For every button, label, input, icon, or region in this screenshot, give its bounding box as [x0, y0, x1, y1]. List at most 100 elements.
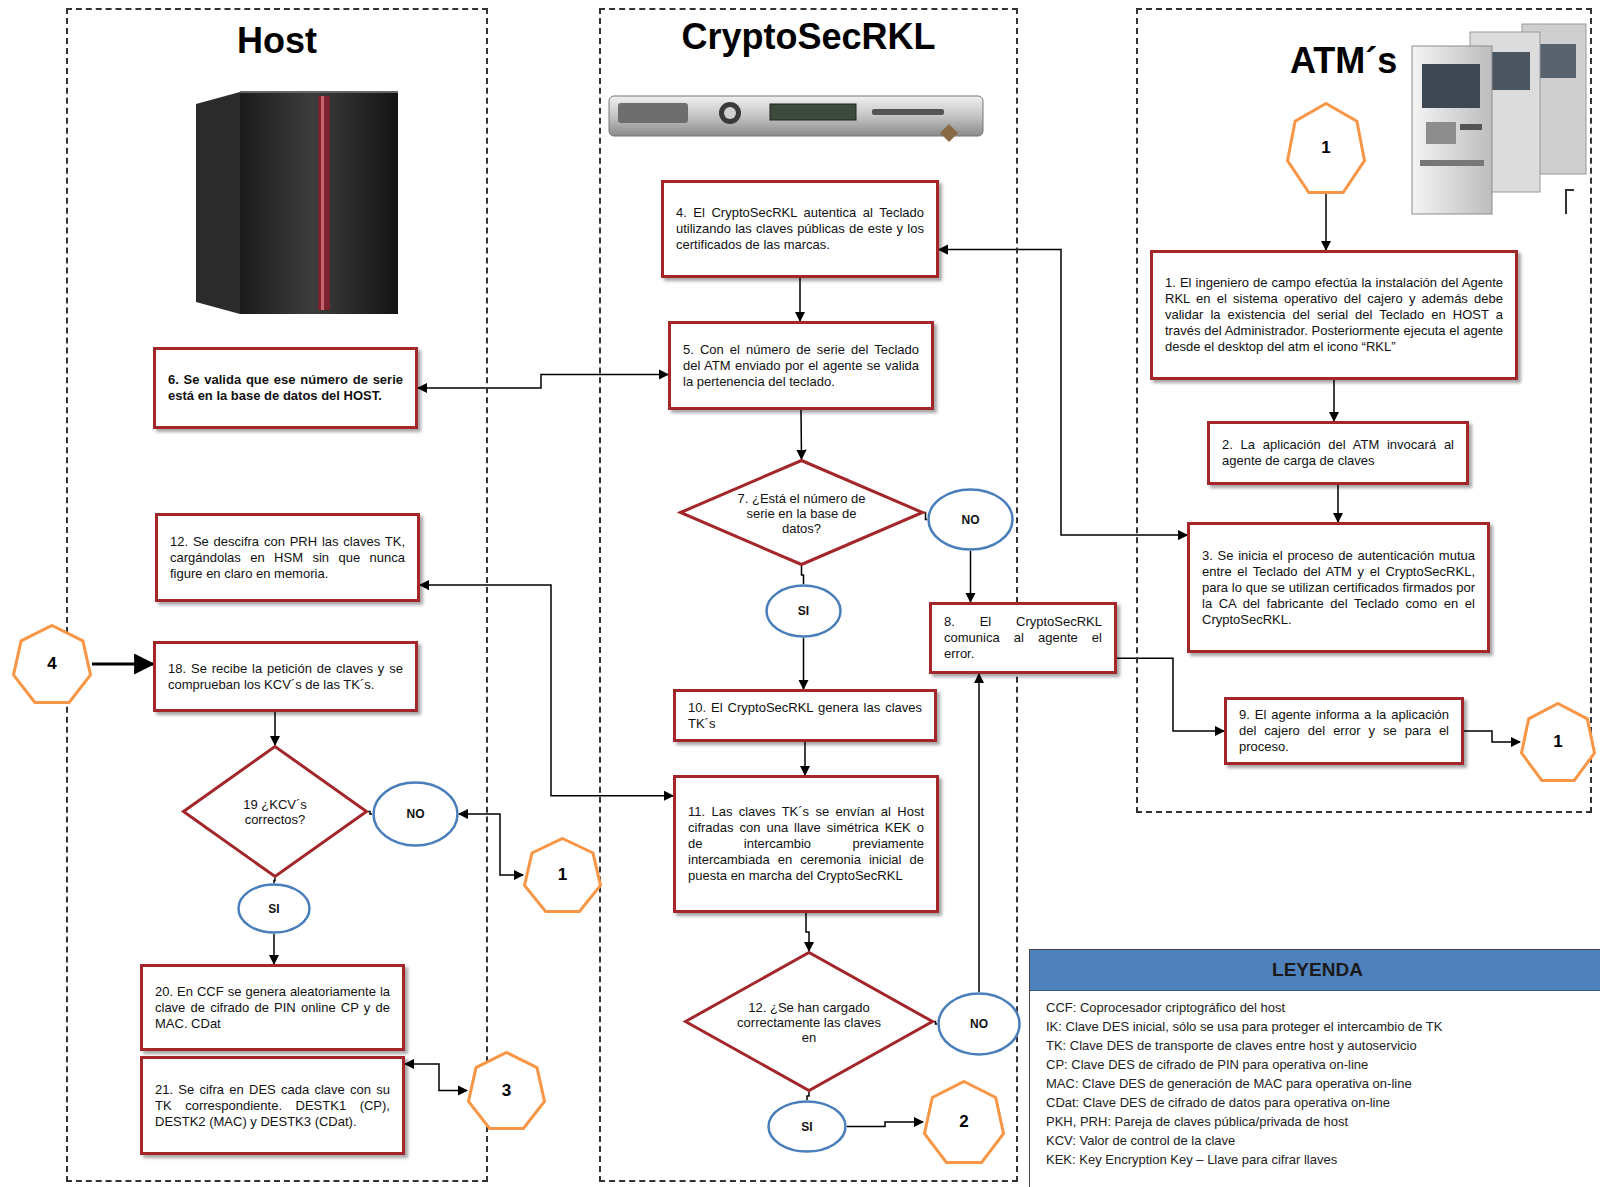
process-box: 5. Con el número de serie del Teclado de…	[668, 321, 934, 410]
legend-entry: PKH, PRH: Pareja de claves pública/priva…	[1046, 1112, 1442, 1131]
process-box: 3. Se inicia el proceso de autenticación…	[1187, 522, 1490, 653]
outline	[686, 953, 933, 1091]
atm-illustration	[1412, 24, 1586, 214]
connector	[978, 674, 980, 992]
outline	[925, 1082, 1004, 1163]
legend-box: LEYENDA CCF: Coprocesador criptográfico …	[1029, 949, 1600, 1187]
connector	[459, 814, 523, 875]
step-text: 5. Con el número de serie del Teclado de…	[683, 342, 919, 390]
process-box: 9. El agente informa a la aplicación del…	[1224, 697, 1464, 765]
process-box: 20. En CCF se genera aleatoriamente la c…	[140, 964, 405, 1051]
answer-oval: NO	[927, 488, 1014, 551]
step-text: 8. El CryptoSecRKL comunica al agente el…	[944, 614, 1102, 662]
outline	[1522, 704, 1595, 781]
answer-text: NO	[407, 807, 425, 822]
process-box: 2. La aplicación del ATM invocará al age…	[1207, 421, 1469, 485]
legend-header-band: LEYENDA	[1030, 950, 1600, 991]
process-box: 1. El ingeniero de campo efectúa la inst…	[1150, 250, 1518, 380]
process-box: 18. Se recibe la petición de claves y se…	[153, 641, 418, 712]
lane-title: Host	[68, 20, 486, 62]
connector	[1117, 658, 1224, 731]
outline	[767, 586, 841, 637]
legend-entry: CP: Clave DES de cifrado de PIN para ope…	[1046, 1055, 1442, 1074]
swimlane: CryptoSecRKL 4. El CryptoSecRKL autentica…	[599, 8, 1018, 1182]
step-text: 6. Se valida que ese número de serie est…	[168, 372, 403, 404]
connector	[405, 1064, 467, 1091]
connector	[807, 1092, 809, 1100]
outline	[1288, 104, 1365, 193]
legend-entry: KCV: Valor de control de la clave	[1046, 1131, 1442, 1150]
mainframe-illustration	[196, 92, 398, 314]
decision-text: 7. ¿Está el número de serie en la base d…	[731, 490, 873, 535]
outline	[374, 783, 458, 846]
connector-heptagon: 1	[1520, 702, 1596, 782]
connector	[418, 374, 668, 388]
step-text: 18. Se recibe la petición de claves y se…	[168, 661, 403, 693]
process-box: 21. Se cifra en DES cada clave con su TK…	[140, 1056, 405, 1155]
connector	[1464, 731, 1520, 742]
answer-oval: NO	[937, 992, 1021, 1056]
step-text: 1. El ingeniero de campo efectúa la inst…	[1165, 275, 1503, 355]
connector-number: 1	[1321, 138, 1330, 158]
connector	[804, 742, 806, 775]
outline	[681, 461, 923, 565]
swimlane: Host 6. Se valida que ese número de serie…	[66, 8, 488, 1182]
connector-heptagon: 1	[523, 837, 602, 913]
answer-oval: SI	[765, 584, 842, 638]
connector	[420, 585, 673, 796]
decision-diamond: 19 ¿KCV´s correctos?	[182, 745, 368, 878]
step-text: 4. El CryptoSecRKL autentica al Teclado …	[676, 205, 924, 253]
decision-diamond: 12. ¿Se han cargado correctamente las cl…	[684, 951, 934, 1092]
legend-entry: MAC: Clave DES de generación de MAC para…	[1046, 1074, 1442, 1093]
process-box: 4. El CryptoSecRKL autentica al Teclado …	[661, 180, 939, 278]
connector-heptagon: 3	[467, 1051, 546, 1130]
connector	[368, 812, 372, 815]
answer-text: SI	[268, 901, 279, 916]
connector-number: 3	[502, 1081, 511, 1101]
step-text: 12. Se descifra con PRH las claves TK, c…	[170, 534, 405, 582]
step-text: 9. El agente informa a la aplicación del…	[1239, 707, 1449, 755]
answer-oval: NO	[372, 781, 459, 847]
answer-oval: SI	[767, 1100, 847, 1153]
process-box: 8. El CryptoSecRKL comunica al agente el…	[929, 602, 1117, 674]
connector-number: 2	[959, 1112, 968, 1132]
answer-text: SI	[801, 1119, 812, 1134]
process-box: 6. Se valida que ese número de serie est…	[153, 347, 418, 429]
lane-title: ATM´s	[1290, 40, 1397, 82]
answer-oval: SI	[237, 883, 311, 934]
lane-title: CryptoSecRKL	[601, 16, 1016, 58]
outline	[239, 885, 310, 933]
step-text: 2. La aplicación del ATM invocará al age…	[1222, 437, 1454, 469]
outline	[939, 994, 1020, 1055]
connector-number: 1	[558, 865, 567, 885]
legend-title: LEYENDA	[1030, 959, 1600, 981]
connector-heptagon: 4	[12, 624, 92, 704]
legend-entry: CDat: Clave DES de cifrado de datos para…	[1046, 1093, 1442, 1112]
connector	[274, 712, 276, 745]
outline	[929, 490, 1013, 550]
outline	[525, 839, 601, 912]
connector	[800, 410, 802, 459]
legend-entry: KEK: Key Encryption Key – Llave para cif…	[1046, 1150, 1442, 1169]
connector	[802, 566, 804, 584]
process-box: 11. Las claves TK´s se envían al Host ci…	[673, 775, 939, 913]
outline	[14, 626, 91, 703]
process-box: 10. El CryptoSecRKL genera las claves TK…	[673, 689, 937, 742]
decision-text: 19 ¿KCV´s correctos?	[221, 797, 329, 827]
hsm-illustration	[609, 96, 983, 142]
decision-text: 12. ¿Se han cargado correctamente las cl…	[737, 999, 882, 1044]
connector	[1333, 380, 1335, 421]
connector-heptagon: 2	[923, 1080, 1005, 1164]
connector	[92, 663, 153, 666]
connector-number: 4	[47, 654, 56, 674]
legend-list: CCF: Coprocesador criptográfico del host…	[1046, 998, 1442, 1169]
outline	[184, 747, 367, 877]
decision-diamond: 7. ¿Está el número de serie en la base d…	[679, 459, 924, 566]
connector-heptagon: 1	[1286, 102, 1366, 194]
connector	[803, 638, 805, 689]
connector	[1337, 485, 1339, 522]
outline	[469, 1053, 545, 1129]
connector	[806, 913, 809, 951]
step-text: 10. El CryptoSecRKL genera las claves TK…	[688, 700, 922, 732]
connector	[847, 1122, 923, 1127]
